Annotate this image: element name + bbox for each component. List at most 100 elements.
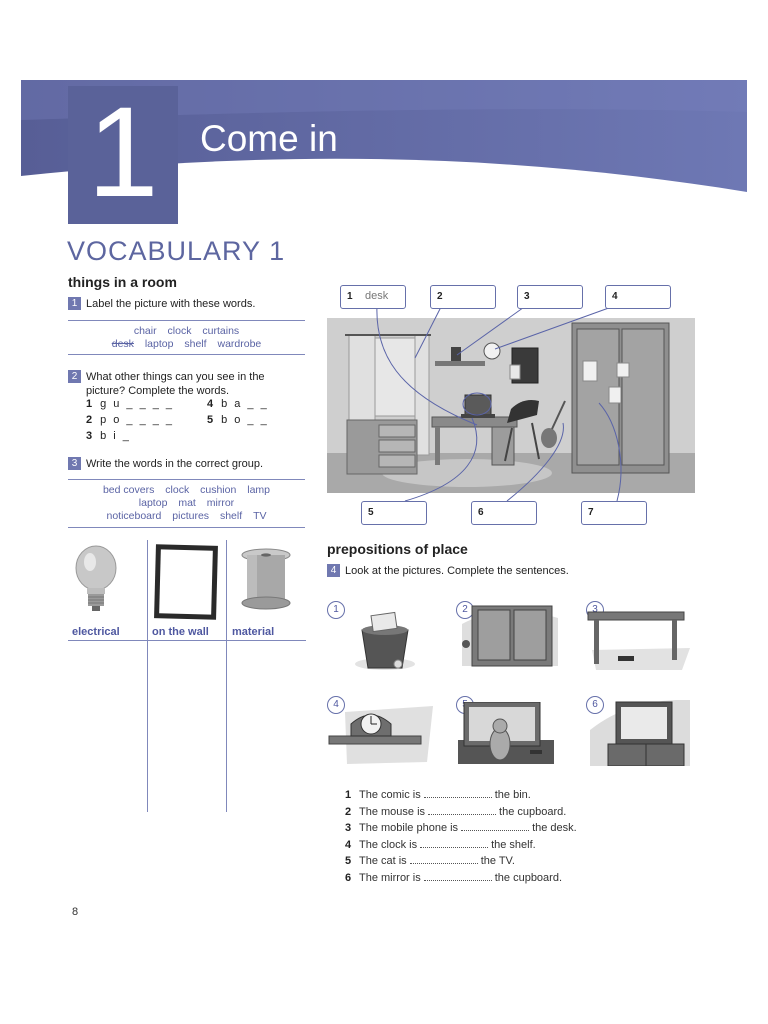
item-text: b i _ <box>100 430 131 442</box>
ex1-word-box: chair clock curtains desk laptop shelf w… <box>68 320 305 355</box>
answer-blank[interactable] <box>461 821 530 831</box>
ex1-word-row-2: desk laptop shelf wardrobe <box>68 338 305 351</box>
sentence: 5 The cat is the TV. <box>345 853 577 870</box>
ex3-instruction: Write the words in the correct group. <box>86 458 264 470</box>
word: cushion <box>200 484 237 496</box>
ex3-word-row-3: noticeboard pictures shelf TV <box>68 510 305 523</box>
table-divider <box>147 540 148 812</box>
vocab-subheading: things in a room <box>68 274 177 290</box>
ex1-word-row-1: chair clock curtains <box>68 325 305 338</box>
picture-number: 4 <box>327 696 345 714</box>
word: wardrobe <box>217 338 262 350</box>
ex3-word-row-1: bed covers clock cushion lamp <box>68 484 305 497</box>
sentence-start: The comic is <box>359 789 421 801</box>
sentence-start: The mouse is <box>359 805 426 818</box>
sentence-end: the cupboard. <box>494 871 563 884</box>
sentence-end: the bin. <box>494 789 531 801</box>
cupboard-mirror-picture <box>590 700 690 766</box>
answer-blank[interactable] <box>423 788 492 798</box>
ex2-number: 2 <box>68 370 81 383</box>
word: TV <box>253 510 267 522</box>
word: clock <box>165 484 190 496</box>
word: shelf <box>219 510 243 522</box>
picture-number: 6 <box>586 696 604 714</box>
label-number: 4 <box>612 291 618 302</box>
word-crossed-out: desk <box>111 338 134 350</box>
label-number: 5 <box>368 507 374 518</box>
word: laptop <box>144 338 174 350</box>
sentence-start: The cat is <box>359 855 407 867</box>
ex1-instruction-row: 1 Label the picture with these words. <box>68 297 255 310</box>
ex3-word-row-2: laptop mat mirror <box>68 497 305 510</box>
sentence-number: 1 <box>345 789 352 801</box>
answer-blank[interactable] <box>428 805 497 815</box>
sentence-end: the cupboard. <box>499 805 567 818</box>
light-bulb-icon <box>75 545 117 611</box>
ex1-instruction: Label the picture with these words. <box>86 298 256 310</box>
column-heading-on-the-wall: on the wall <box>152 626 209 638</box>
sentence: 1 The comic is the bin. <box>345 787 577 804</box>
sentence-start: The mirror is <box>359 871 421 884</box>
unit-number: 1 <box>87 81 159 224</box>
item-text: p o _ _ _ _ <box>100 414 175 426</box>
ex2-item: 2 p o _ _ _ _ <box>86 414 174 426</box>
table-divider <box>226 540 227 812</box>
ex2-item: 1 g u _ _ _ _ <box>86 398 174 410</box>
picture-frame-icon <box>154 544 218 620</box>
word: shelf <box>184 338 207 350</box>
word: curtains <box>202 325 240 337</box>
ex2-item: 4 b a _ _ <box>207 398 269 410</box>
sentence-end: the desk. <box>532 822 577 834</box>
sentence-end: the shelf. <box>491 838 536 851</box>
ex2-instruction-line-1: What other things can you see in the <box>86 371 265 383</box>
cupboard-mouse-picture <box>462 605 558 667</box>
word: mat <box>178 497 196 509</box>
item-number: 1 <box>86 398 93 410</box>
item-number: 4 <box>207 398 214 410</box>
picture-label-box[interactable]: 3 <box>517 285 583 309</box>
answer-blank[interactable] <box>420 838 489 848</box>
item-number: 2 <box>86 414 93 426</box>
sentence-number: 4 <box>345 838 352 851</box>
word: chair <box>133 325 157 337</box>
section-heading: VOCABULARY 1 <box>67 236 286 266</box>
ex2-item: 3 b i _ <box>86 430 131 442</box>
word: clock <box>167 325 192 337</box>
room-illustration <box>327 304 695 502</box>
tv-cat-picture <box>458 702 554 764</box>
column-heading-electrical: electrical <box>72 626 120 638</box>
word: laptop <box>138 497 168 509</box>
answer-blank[interactable] <box>423 871 492 881</box>
unit-tab <box>68 86 178 224</box>
picture-label-box[interactable]: 2 <box>430 285 496 309</box>
label-number: 6 <box>478 507 484 518</box>
desk-phone-picture <box>587 611 690 670</box>
label-number: 1 <box>347 291 353 302</box>
sentence-number: 3 <box>345 822 352 834</box>
ex3-instruction-row: 3 Write the words in the correct group. <box>68 457 263 470</box>
sentence-number: 5 <box>345 855 352 867</box>
picture-label-box[interactable]: 7 <box>581 501 647 525</box>
picture-label-box[interactable]: 5 <box>361 501 427 525</box>
prepositions-subheading: prepositions of place <box>327 541 468 557</box>
picture-label-box[interactable]: 6 <box>471 501 537 525</box>
picture-label-box[interactable]: 4 <box>605 285 671 309</box>
answer-blank[interactable] <box>409 854 478 864</box>
ex3-number: 3 <box>68 457 81 470</box>
ex4-number: 4 <box>327 564 340 577</box>
ex1-number: 1 <box>68 297 81 310</box>
page-number: 8 <box>72 906 79 918</box>
label-number: 7 <box>588 507 594 518</box>
sentence-start: The mobile phone is <box>359 822 459 834</box>
ex4-instruction: Look at the pictures. Complete the sente… <box>345 565 569 577</box>
sentence: 3 The mobile phone is the desk. <box>345 820 577 837</box>
word: noticeboard <box>106 510 162 522</box>
thread-spool-icon <box>241 548 291 610</box>
item-text: b o _ _ <box>221 414 269 426</box>
sentence-start: The clock is <box>359 838 418 851</box>
sentence-end: the TV. <box>480 855 515 867</box>
